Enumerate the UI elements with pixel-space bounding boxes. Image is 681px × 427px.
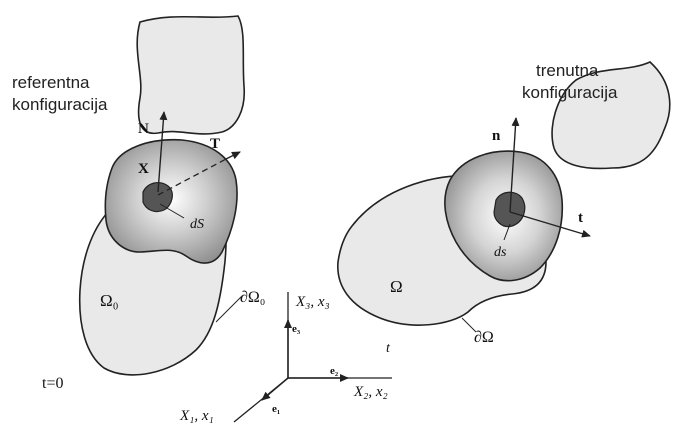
label-vector-n: n [492, 128, 501, 144]
basis-e1-arrow [261, 377, 289, 401]
current-normal-vector-n [509, 117, 520, 213]
boundary-omega0-leader [215, 295, 243, 323]
reference-label-line2: konfiguracija [12, 95, 108, 114]
current-traction-vector-t [509, 211, 591, 238]
reference-traction-vector-T [157, 157, 229, 196]
label-boundary-omega0: ∂Ω₀ [240, 289, 265, 306]
reference-surface-element-dS [142, 182, 173, 213]
label-omega0: Ω₀ [100, 291, 119, 310]
label-vector-T: T [210, 136, 220, 152]
label-axis-x3: X₃, x₃ [295, 294, 330, 310]
label-basis-e2: e₂ [330, 365, 339, 377]
current-surface-element-ds [493, 191, 526, 228]
label-basis-e1: e₁ [272, 403, 280, 415]
label-point-X: X [138, 161, 149, 177]
label-omega: Ω [390, 277, 403, 296]
boundary-omega-leader [461, 317, 477, 333]
label-vector-N: N [138, 121, 149, 137]
label-ds: ds [494, 245, 507, 260]
current-label-line1: trenutna [536, 61, 599, 80]
label-time-zero: t=0 [42, 375, 63, 392]
current-ds-leader [503, 223, 511, 241]
label-time-t: t [386, 341, 391, 356]
reference-label-line1: referentna [12, 73, 90, 92]
reference-dS-leader [159, 203, 185, 219]
label-axis-x2: X₂, x₂ [353, 384, 388, 400]
current-upper-body [551, 61, 671, 170]
label-vector-t: t [578, 210, 583, 226]
label-dS: dS [190, 217, 204, 232]
label-axis-x1: X₁, x₁ [179, 408, 214, 424]
reference-normal-vector-N [157, 111, 168, 193]
reference-upper-body [136, 15, 246, 135]
reference-traction-arrowhead [225, 151, 241, 160]
label-boundary-omega: ∂Ω [474, 329, 494, 346]
label-basis-e3: e₃ [292, 323, 301, 335]
current-label-line2: konfiguracija [522, 83, 618, 102]
